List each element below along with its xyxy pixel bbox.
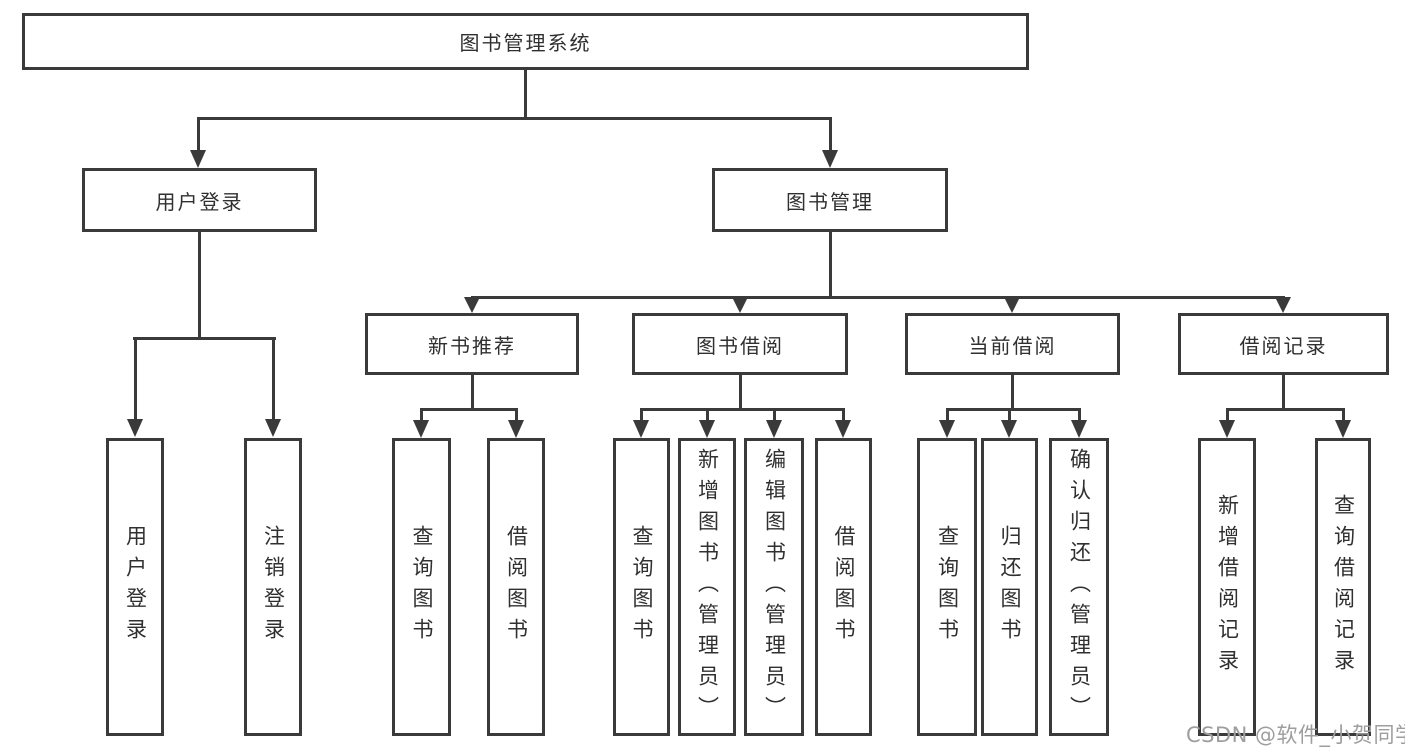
- node-book-management-system: 图书管理系统: [22, 13, 1029, 70]
- node-label: 借阅记录: [1239, 333, 1328, 358]
- node-label: 查询图书: [410, 525, 434, 649]
- arrowhead-down-icon: [508, 420, 524, 438]
- arrowhead-down-icon: [699, 420, 715, 438]
- node-borrowing-records: 借阅记录: [1178, 313, 1389, 375]
- connector-line: [524, 69, 527, 118]
- node-label: 新增图书（管理员）: [695, 447, 720, 727]
- connector-line: [420, 408, 518, 411]
- node-leaf-edit-books-admin: 编辑图书（管理员）: [744, 438, 804, 736]
- connector-line: [134, 337, 137, 421]
- connector-line: [420, 408, 423, 422]
- connector-line: [842, 408, 845, 422]
- node-label: 用户登录: [155, 189, 244, 214]
- node-leaf-return-books: 归还图书: [981, 438, 1038, 736]
- arrowhead-down-icon: [633, 420, 649, 438]
- connector-line: [197, 117, 200, 151]
- node-label: 查询图书: [935, 525, 960, 649]
- node-leaf-confirm-return-admin: 确认归还（管理员）: [1049, 438, 1109, 736]
- node-user-login: 用户登录: [82, 168, 317, 232]
- connector-line: [133, 337, 276, 340]
- node-label: 归还图书: [998, 525, 1022, 649]
- connector-line: [640, 408, 643, 422]
- node-leaf-add-books-admin: 新增图书（管理员）: [678, 438, 736, 736]
- arrowhead-down-icon: [939, 420, 955, 438]
- node-leaf-query-books-2: 查询图书: [613, 438, 670, 736]
- connector-line: [829, 232, 832, 297]
- arrowhead-down-icon: [413, 420, 429, 438]
- connector-line: [198, 117, 832, 120]
- node-label: 借阅图书: [832, 525, 856, 649]
- connector-line: [198, 232, 201, 338]
- connector-line: [1226, 408, 1344, 411]
- connector-line: [946, 408, 1080, 411]
- connector-line: [471, 375, 474, 409]
- arrowhead-down-icon: [127, 419, 143, 437]
- arrowhead-down-icon: [1219, 420, 1235, 438]
- connector-line: [946, 408, 949, 422]
- node-label: 确认归还（管理员）: [1067, 447, 1092, 727]
- arrowhead-down-icon: [190, 150, 206, 168]
- node-label: 借阅图书: [504, 525, 529, 649]
- node-label: 图书借阅: [696, 333, 784, 358]
- node-label: 图书管理系统: [459, 31, 592, 55]
- node-label: 注销登录: [261, 525, 286, 649]
- connector-line: [1342, 408, 1345, 422]
- connector-line: [1226, 408, 1229, 422]
- csdn-watermark: CSDN @软件_小贺同学: [1186, 723, 1405, 747]
- node-leaf-borrow-books-2: 借阅图书: [815, 438, 872, 736]
- node-book-management: 图书管理: [712, 168, 948, 232]
- connector-line: [706, 408, 709, 422]
- node-label: 新书推荐: [428, 333, 516, 358]
- arrowhead-down-icon: [822, 150, 838, 168]
- connector-line: [1078, 408, 1081, 422]
- arrowhead-down-icon: [265, 419, 281, 437]
- node-leaf-logout: 注销登录: [244, 438, 302, 736]
- node-current-borrowing: 当前借阅: [905, 313, 1120, 375]
- connector-line: [272, 337, 275, 421]
- arrowhead-down-icon: [1275, 297, 1291, 313]
- connector-line: [1011, 375, 1014, 409]
- arrowhead-down-icon: [1335, 420, 1351, 438]
- node-leaf-query-books-3: 查询图书: [917, 438, 977, 736]
- connector-line: [773, 408, 776, 422]
- node-label: 查询借阅记录: [1331, 494, 1356, 680]
- node-leaf-query-books-1: 查询图书: [392, 438, 451, 736]
- arrowhead-down-icon: [835, 420, 851, 438]
- node-label: 编辑图书（管理员）: [762, 447, 787, 727]
- connector-line: [1282, 375, 1285, 409]
- arrowhead-down-icon: [1001, 420, 1017, 438]
- connector-line: [640, 408, 845, 411]
- arrowhead-down-icon: [1004, 297, 1020, 313]
- connector-line: [1008, 408, 1011, 422]
- node-label: 图书管理: [786, 189, 874, 214]
- node-leaf-borrow-books-1: 借阅图书: [487, 438, 545, 736]
- connector-line: [515, 408, 518, 422]
- node-leaf-query-borrow-record: 查询借阅记录: [1315, 438, 1371, 736]
- node-label: 当前借阅: [968, 333, 1057, 358]
- arrowhead-down-icon: [464, 297, 480, 313]
- connector-line: [829, 117, 832, 151]
- node-label: 查询图书: [630, 525, 654, 649]
- node-label: 用户登录: [123, 525, 148, 649]
- connector-line: [739, 375, 742, 409]
- node-book-borrowing: 图书借阅: [632, 313, 848, 375]
- connector-line: [471, 296, 1285, 299]
- node-new-book-recommendation: 新书推荐: [365, 313, 579, 375]
- arrowhead-down-icon: [1071, 420, 1087, 438]
- node-leaf-add-borrow-record: 新增借阅记录: [1198, 438, 1256, 736]
- node-leaf-user-login: 用户登录: [106, 438, 164, 736]
- arrowhead-down-icon: [766, 420, 782, 438]
- node-label: 新增借阅记录: [1215, 494, 1240, 680]
- arrowhead-down-icon: [732, 297, 748, 313]
